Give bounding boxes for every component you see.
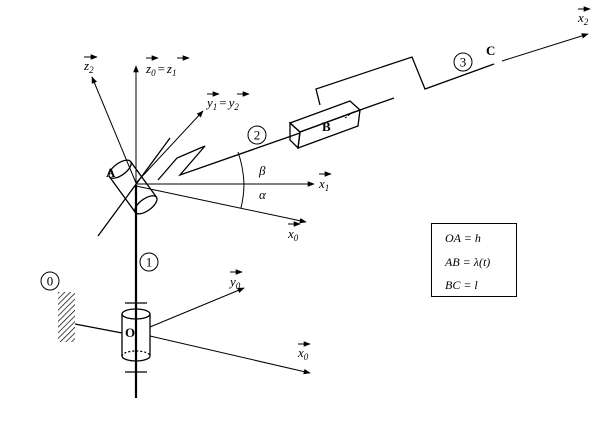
svg-text:y0: y0	[228, 274, 241, 291]
x0-lower-axis-arrow	[149, 335, 311, 375]
joint-a-axis	[97, 137, 171, 237]
joint-a-cylinder	[108, 159, 158, 215]
y0-axis-arrow	[149, 287, 245, 328]
arm-body-3	[315, 56, 495, 106]
arm-body-3-rod	[359, 97, 395, 111]
point-a-label: A	[106, 165, 116, 180]
dimensions-legend: OA = h AB = λ(t) BC = l	[431, 223, 517, 297]
svg-text:x2: x2	[577, 10, 589, 27]
svg-text:x0: x0	[287, 226, 299, 243]
body-0-marker	[40, 271, 60, 291]
x2-axis-arrow	[501, 33, 589, 62]
x0-upper-axis-label: x0	[287, 221, 301, 243]
x0-lower-axis-label: x0	[297, 341, 311, 362]
point-o-label: O	[125, 325, 135, 340]
x2-axis-label: x2	[577, 6, 591, 27]
y1-y2-axis-arrow	[135, 110, 204, 184]
beta-angle-arc	[237, 151, 245, 185]
body-3-marker	[453, 52, 473, 72]
body-3-label: 3	[460, 55, 467, 70]
point-c-label: C	[486, 43, 495, 58]
body-1-marker	[139, 252, 159, 272]
lower-cylinder	[121, 308, 151, 362]
z2-axis-label: z2	[83, 54, 98, 75]
body-1-label: 1	[146, 255, 153, 270]
legend-oa: OA = h	[445, 231, 481, 245]
alpha-angle-arc	[240, 183, 245, 209]
x1-axis-label: x1	[318, 171, 332, 193]
svg-text:y1=y2: y1=y2	[205, 95, 239, 112]
beta-label: β	[258, 163, 266, 178]
body-2-label: 2	[254, 128, 261, 143]
body-2-marker	[247, 125, 267, 145]
point-b-label: B	[322, 119, 331, 134]
z0-z1-axis-label: z0=z1	[145, 55, 190, 78]
arm-body-2	[157, 132, 301, 181]
legend-bc: BC = l	[445, 278, 478, 292]
ground-link	[74, 323, 123, 334]
legend-ab: AB = λ(t)	[445, 255, 491, 269]
svg-text:x1: x1	[318, 176, 329, 193]
svg-text:z2: z2	[83, 58, 94, 75]
slider-block-b	[288, 100, 362, 150]
svg-text:z0=z1: z0=z1	[145, 61, 176, 78]
x0-upper-axis-arrow	[135, 185, 307, 224]
y0-axis-label: y0	[228, 269, 243, 291]
ground-hatch	[58, 292, 75, 342]
y1-y2-axis-label: y1=y2	[205, 91, 250, 112]
svg-text:x0: x0	[297, 345, 309, 362]
alpha-label: α	[259, 187, 267, 202]
body-0-label: 0	[47, 274, 54, 289]
z2-axis-arrow	[91, 76, 137, 184]
